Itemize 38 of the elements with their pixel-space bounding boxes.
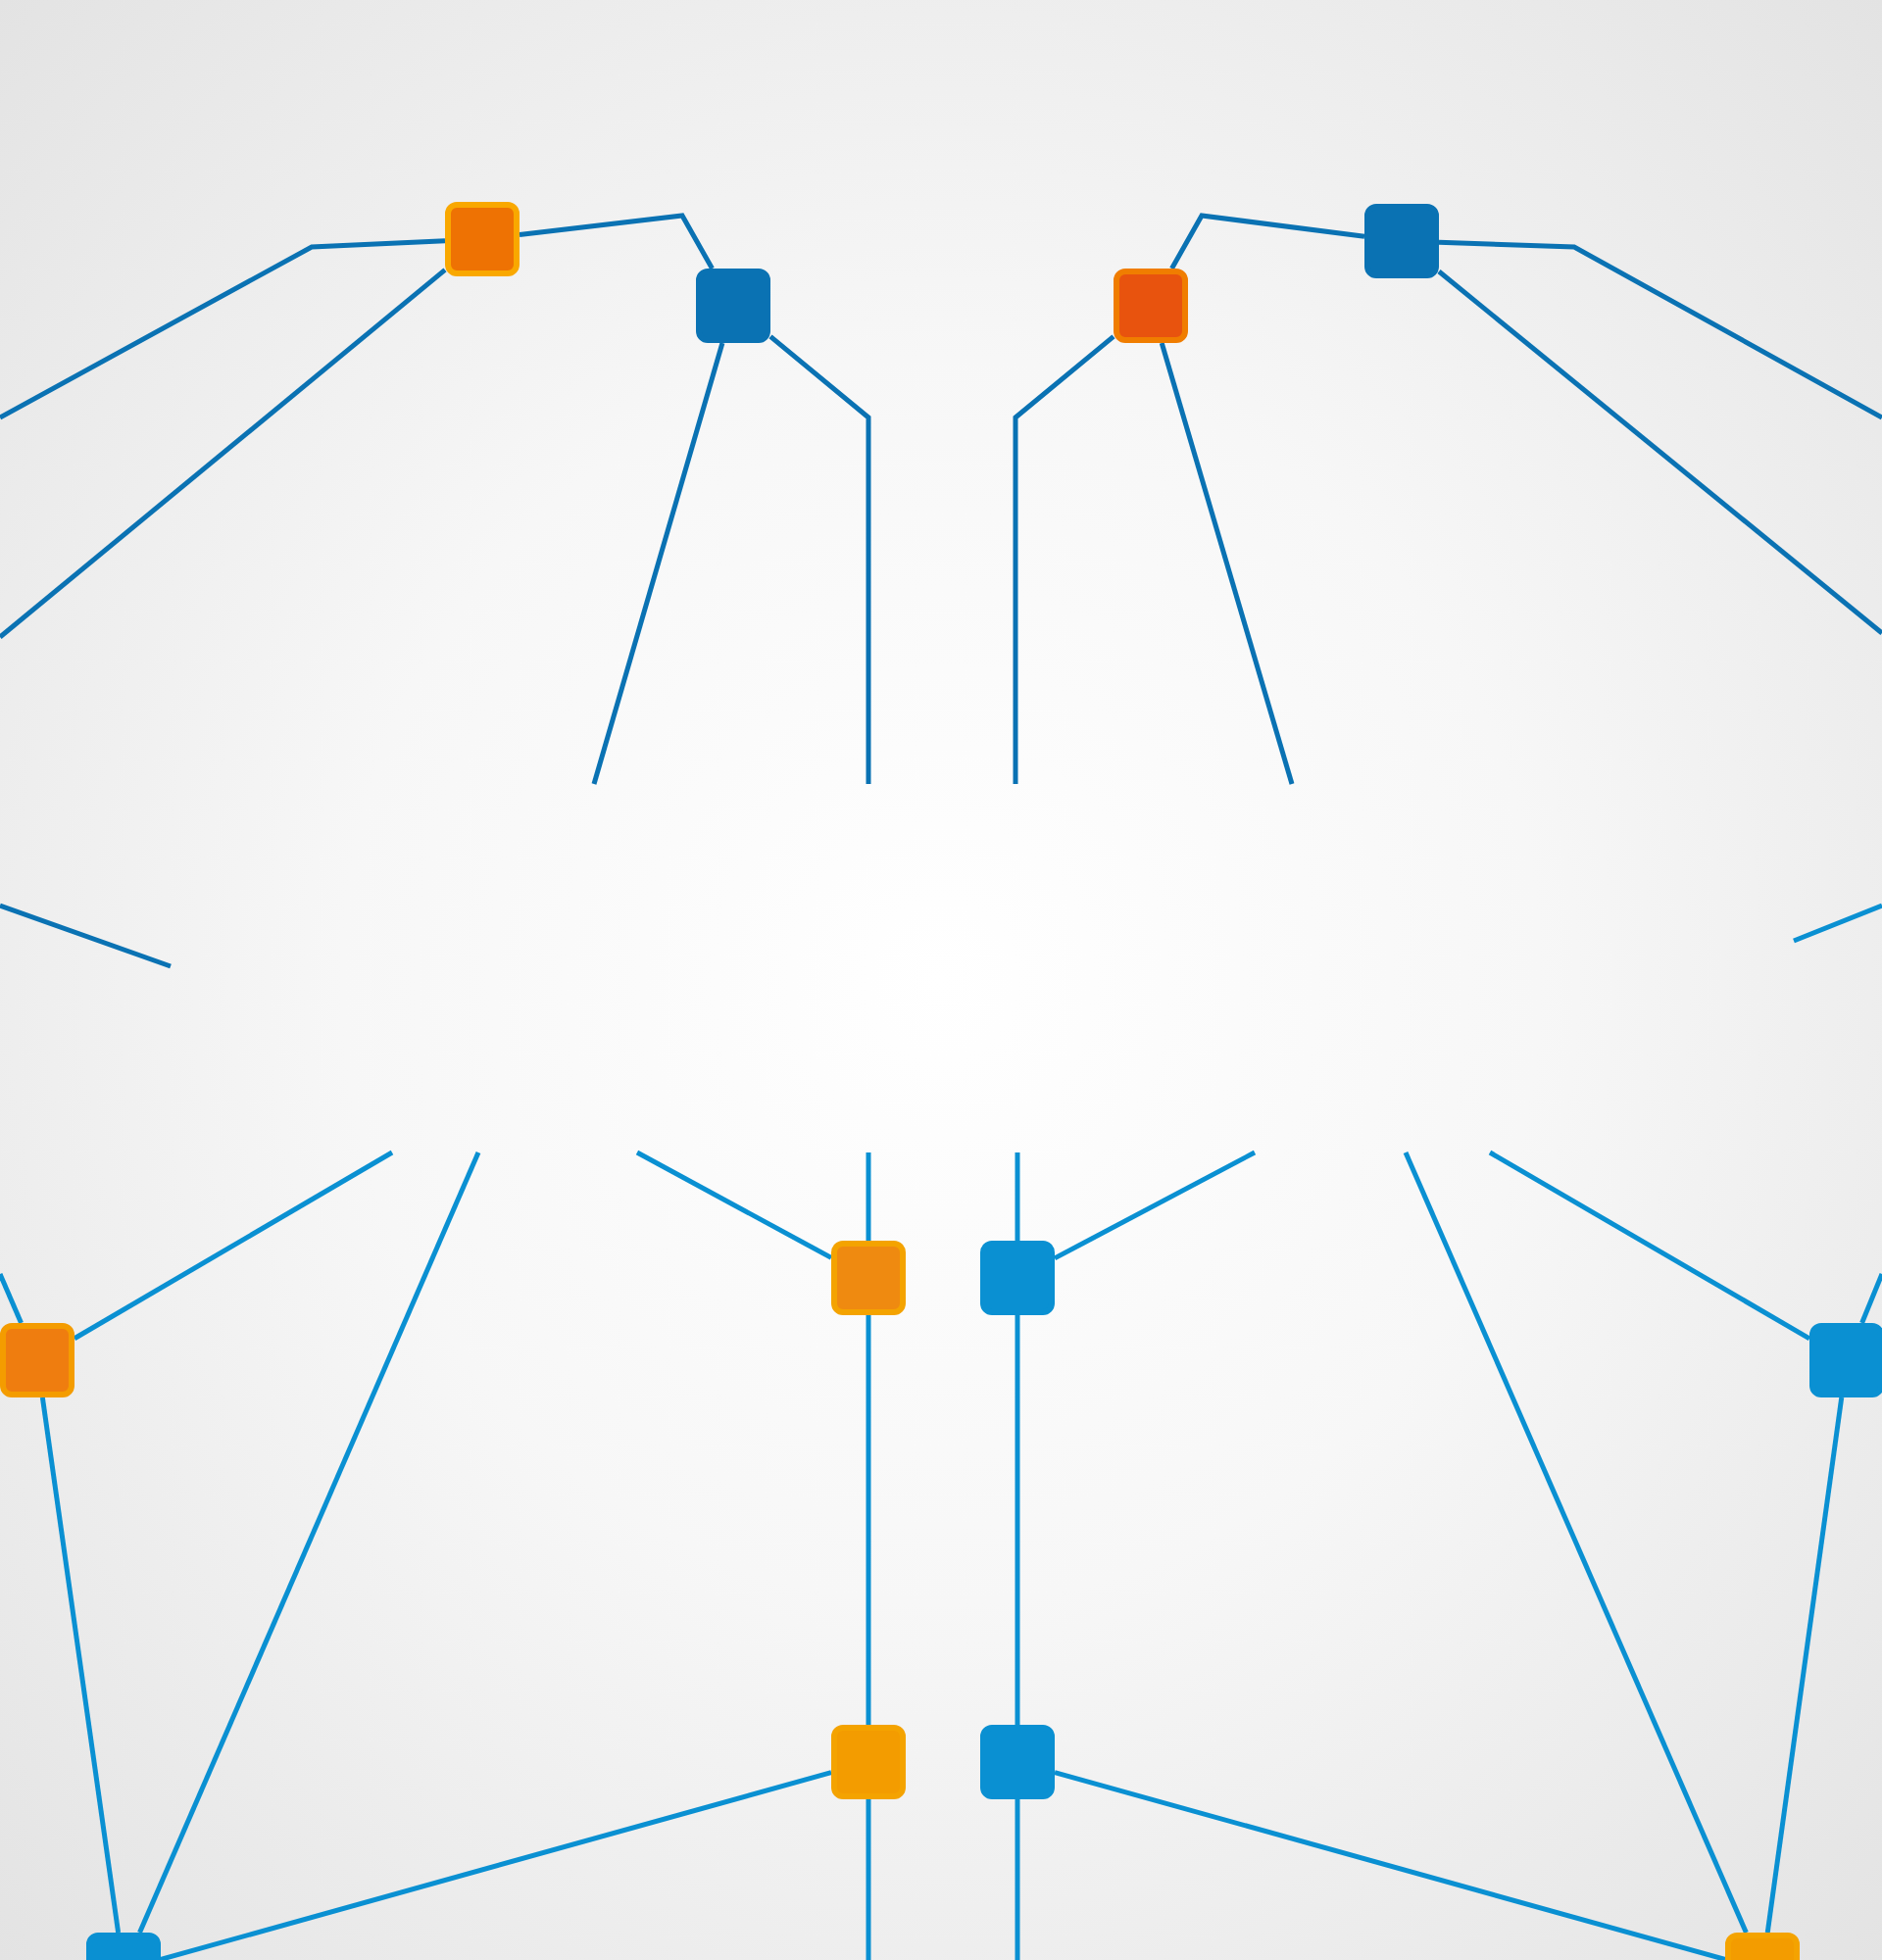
connector-line (768, 334, 871, 784)
connector-line (1159, 342, 1295, 785)
connector-line (137, 1152, 481, 1934)
connector-line (1488, 1150, 1811, 1342)
connector-line (0, 268, 447, 639)
connector-line (1764, 1396, 1845, 1934)
network-node (1809, 1323, 1882, 1397)
network-node (831, 1725, 906, 1799)
network-node (0, 1323, 74, 1397)
connector-line (1438, 239, 1882, 420)
network-node (1364, 204, 1439, 278)
connector-line (1437, 270, 1882, 635)
network-node (980, 1241, 1055, 1315)
connector-line (1859, 1273, 1882, 1324)
network-node (1114, 269, 1188, 343)
connector-line (1015, 1152, 1020, 1241)
connector-line (519, 213, 715, 270)
network-node (980, 1725, 1055, 1799)
connector-line (1053, 1150, 1257, 1261)
connector-line (1403, 1152, 1749, 1934)
network-node (445, 202, 520, 276)
connector-line (0, 238, 446, 420)
connector-line (39, 1396, 122, 1934)
connector-line (635, 1150, 833, 1260)
connector-line (866, 1152, 871, 1241)
network-node (831, 1241, 906, 1315)
connector-line (160, 1770, 832, 1960)
connector-line (1013, 334, 1115, 784)
connector-line (1054, 1770, 1726, 1960)
network-node (696, 269, 770, 343)
connector-line (73, 1150, 394, 1341)
connector-line (866, 1315, 871, 1725)
connector-line (0, 1273, 24, 1324)
connector-line (591, 342, 725, 785)
connector-line (1015, 1799, 1020, 1960)
connector-line (1015, 1315, 1020, 1725)
connector-line (1169, 213, 1365, 270)
connector-line (866, 1799, 871, 1960)
